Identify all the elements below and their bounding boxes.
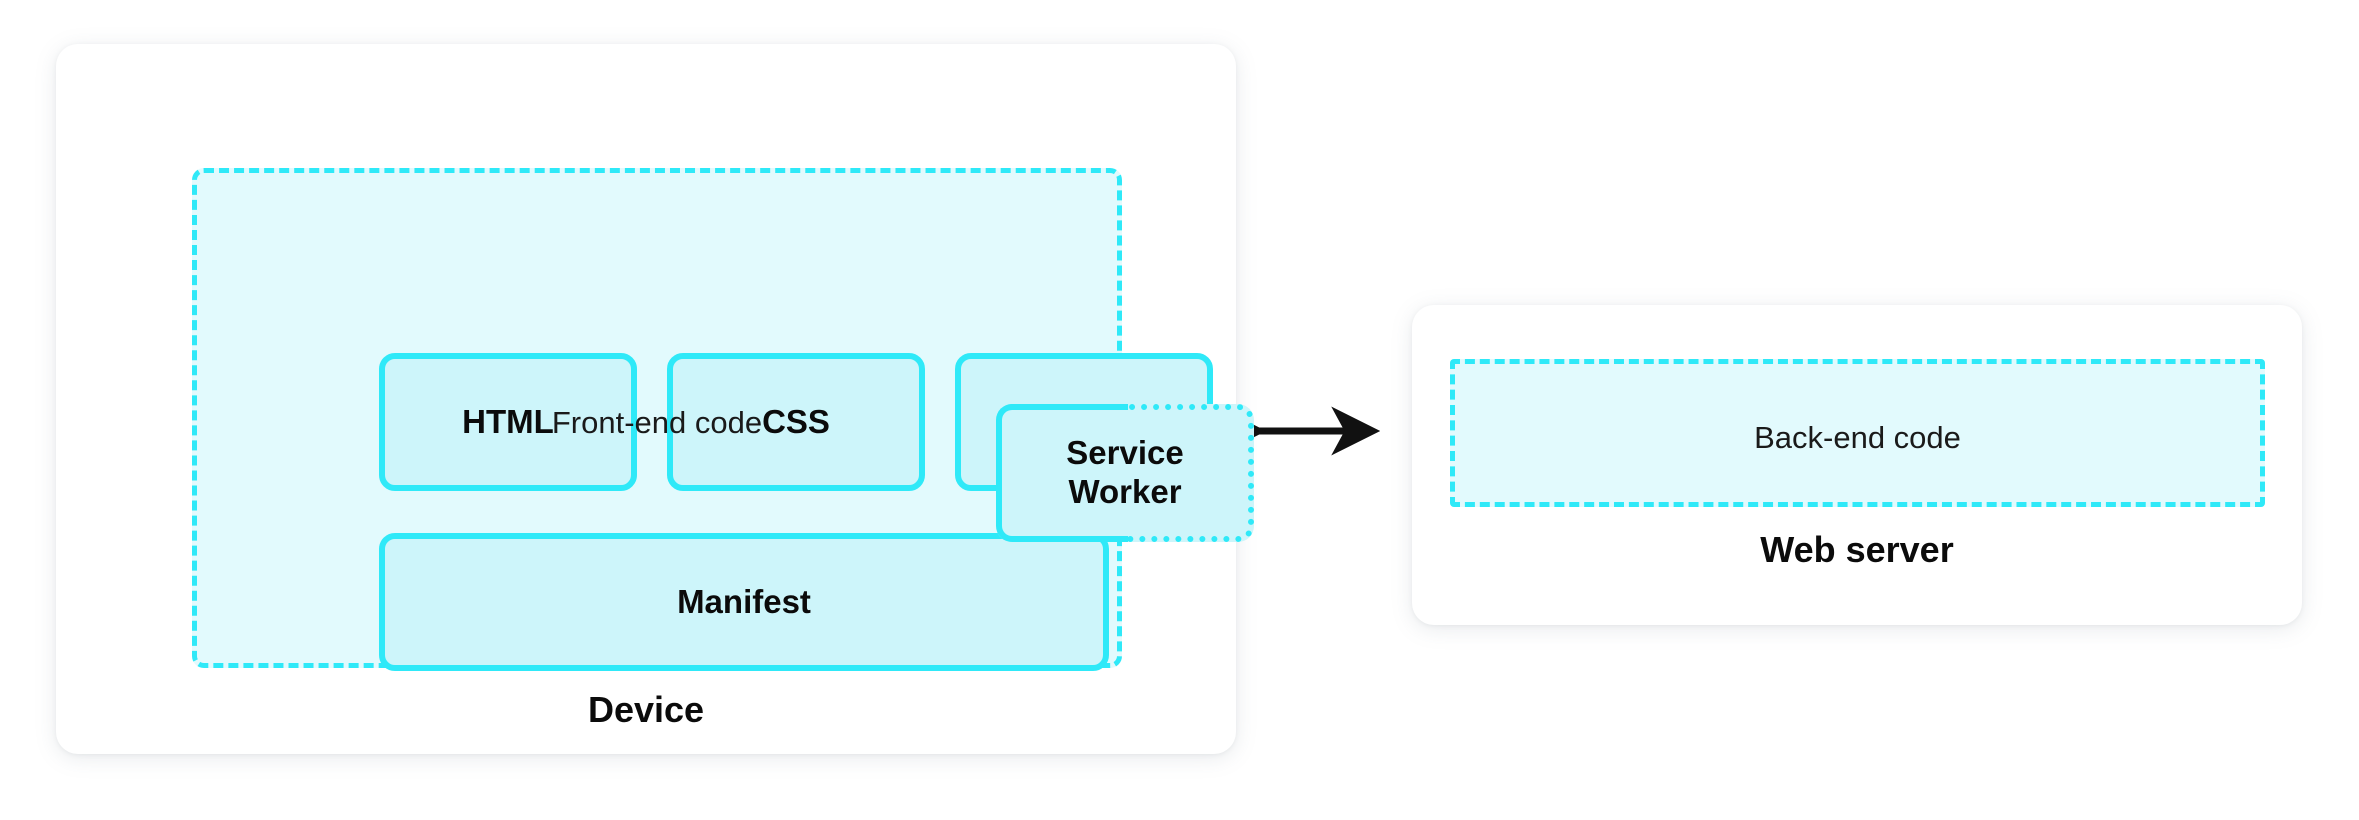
component-label-css: CSS	[762, 402, 830, 440]
bidirectional-arrow-icon	[1222, 406, 1381, 456]
device-card-title: Device	[587, 689, 705, 730]
device-card: HTML CSS JavaScript Manifest Front-end c…	[56, 44, 1254, 754]
service-worker-label-line2: Worker	[1068, 473, 1182, 510]
component-box-html[interactable]: HTML	[379, 353, 637, 491]
component-label-manifest: Manifest	[677, 582, 811, 620]
component-box-css[interactable]: CSS	[667, 353, 925, 491]
component-box-manifest[interactable]: Manifest	[379, 533, 1109, 671]
component-label-html: HTML	[462, 402, 554, 440]
web-server-card: Back-end code Web server	[1412, 305, 2302, 625]
backend-code-region: Back-end code	[1450, 359, 2265, 507]
service-worker-label-line1: Service	[1066, 434, 1184, 472]
backend-code-caption: Back-end code	[1754, 420, 1961, 455]
component-box-service-worker[interactable]: Service Worker	[996, 404, 1254, 542]
component-label-service-worker: Service Worker	[1066, 434, 1183, 512]
frontend-code-caption: Front-end code	[551, 405, 763, 440]
web-server-card-title: Web server	[1760, 529, 1954, 570]
frontend-code-region: HTML CSS JavaScript Manifest Front-end c…	[192, 168, 1213, 671]
